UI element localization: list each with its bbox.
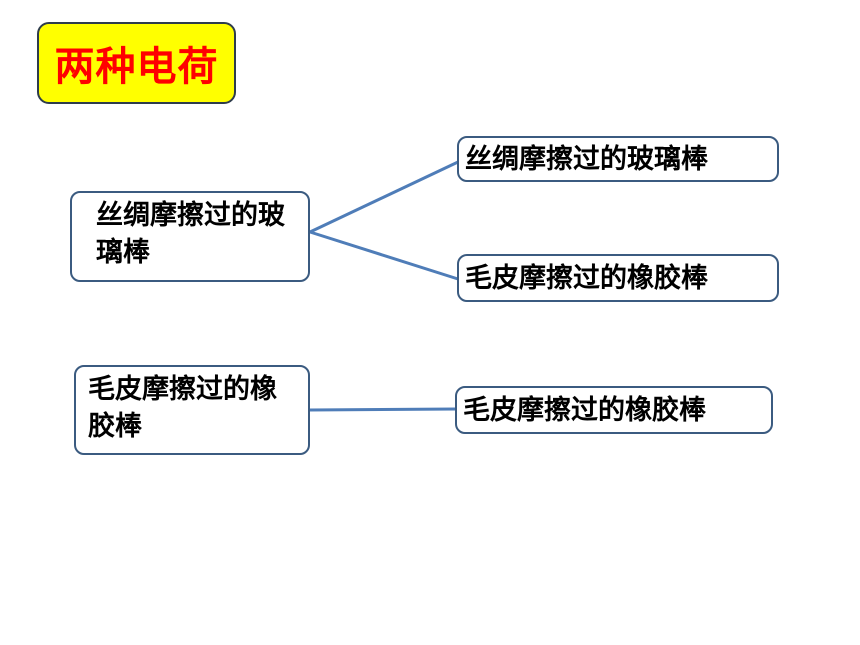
target-glass-rod-node: 丝绸摩擦过的玻璃棒 bbox=[457, 136, 779, 182]
connector-rubber-to-rubber bbox=[309, 407, 457, 412]
connector-glass-to-glass bbox=[309, 160, 459, 234]
source-rubber-rod-node: 毛皮摩擦过的橡胶棒 bbox=[74, 365, 310, 455]
connector-glass-to-rubber bbox=[309, 230, 459, 281]
target-rubber-rod-node-1: 毛皮摩擦过的橡胶棒 bbox=[457, 254, 779, 302]
target-rubber-rod-node-2: 毛皮摩擦过的橡胶棒 bbox=[455, 386, 773, 434]
slide-title: 两种电荷 bbox=[37, 22, 236, 104]
source-glass-rod-node: 丝绸摩擦过的玻璃棒 bbox=[70, 191, 310, 282]
